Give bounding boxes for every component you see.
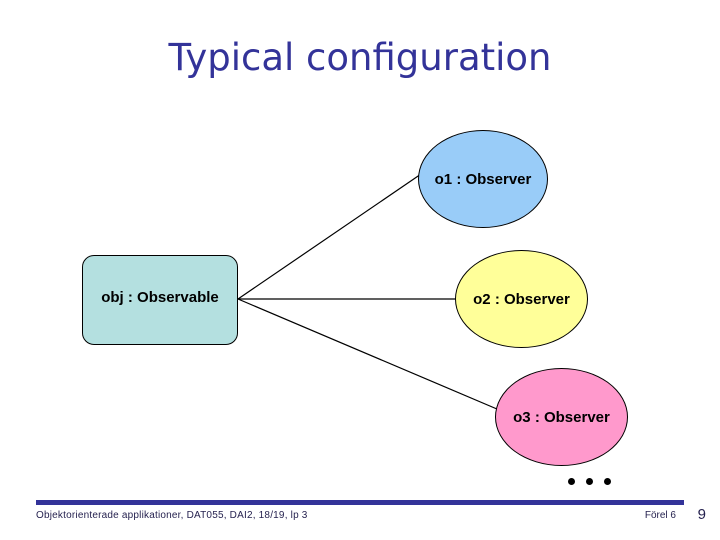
node-o2-label: o2 : Observer: [473, 291, 570, 308]
footer-course-text: Objektorienterade applikationer, DAT055,…: [36, 510, 308, 521]
link-observable-o1: [237, 171, 425, 300]
footer-lecture-text: Förel 6: [644, 510, 676, 521]
node-observable-label: obj : Observable: [101, 289, 219, 306]
slide-footer: Objektorienterade applikationer, DAT055,…: [0, 500, 720, 540]
node-o3-label: o3 : Observer: [513, 409, 610, 426]
page-title: Typical configuration: [168, 36, 552, 79]
ellipsis-dot: [586, 478, 593, 485]
node-o3[interactable]: [495, 368, 628, 466]
ellipsis-indicator: [568, 478, 611, 485]
footer-divider: [36, 500, 684, 505]
ellipsis-dot: [568, 478, 575, 485]
footer-page-number: 9: [697, 506, 706, 523]
ellipsis-dot: [604, 478, 611, 485]
node-o1-label: o1 : Observer: [434, 171, 532, 188]
node-observable[interactable]: [82, 255, 238, 345]
node-o1[interactable]: [418, 130, 548, 228]
object-diagram: obj : Observable o1 : Observer o2 : Obse…: [82, 130, 628, 485]
